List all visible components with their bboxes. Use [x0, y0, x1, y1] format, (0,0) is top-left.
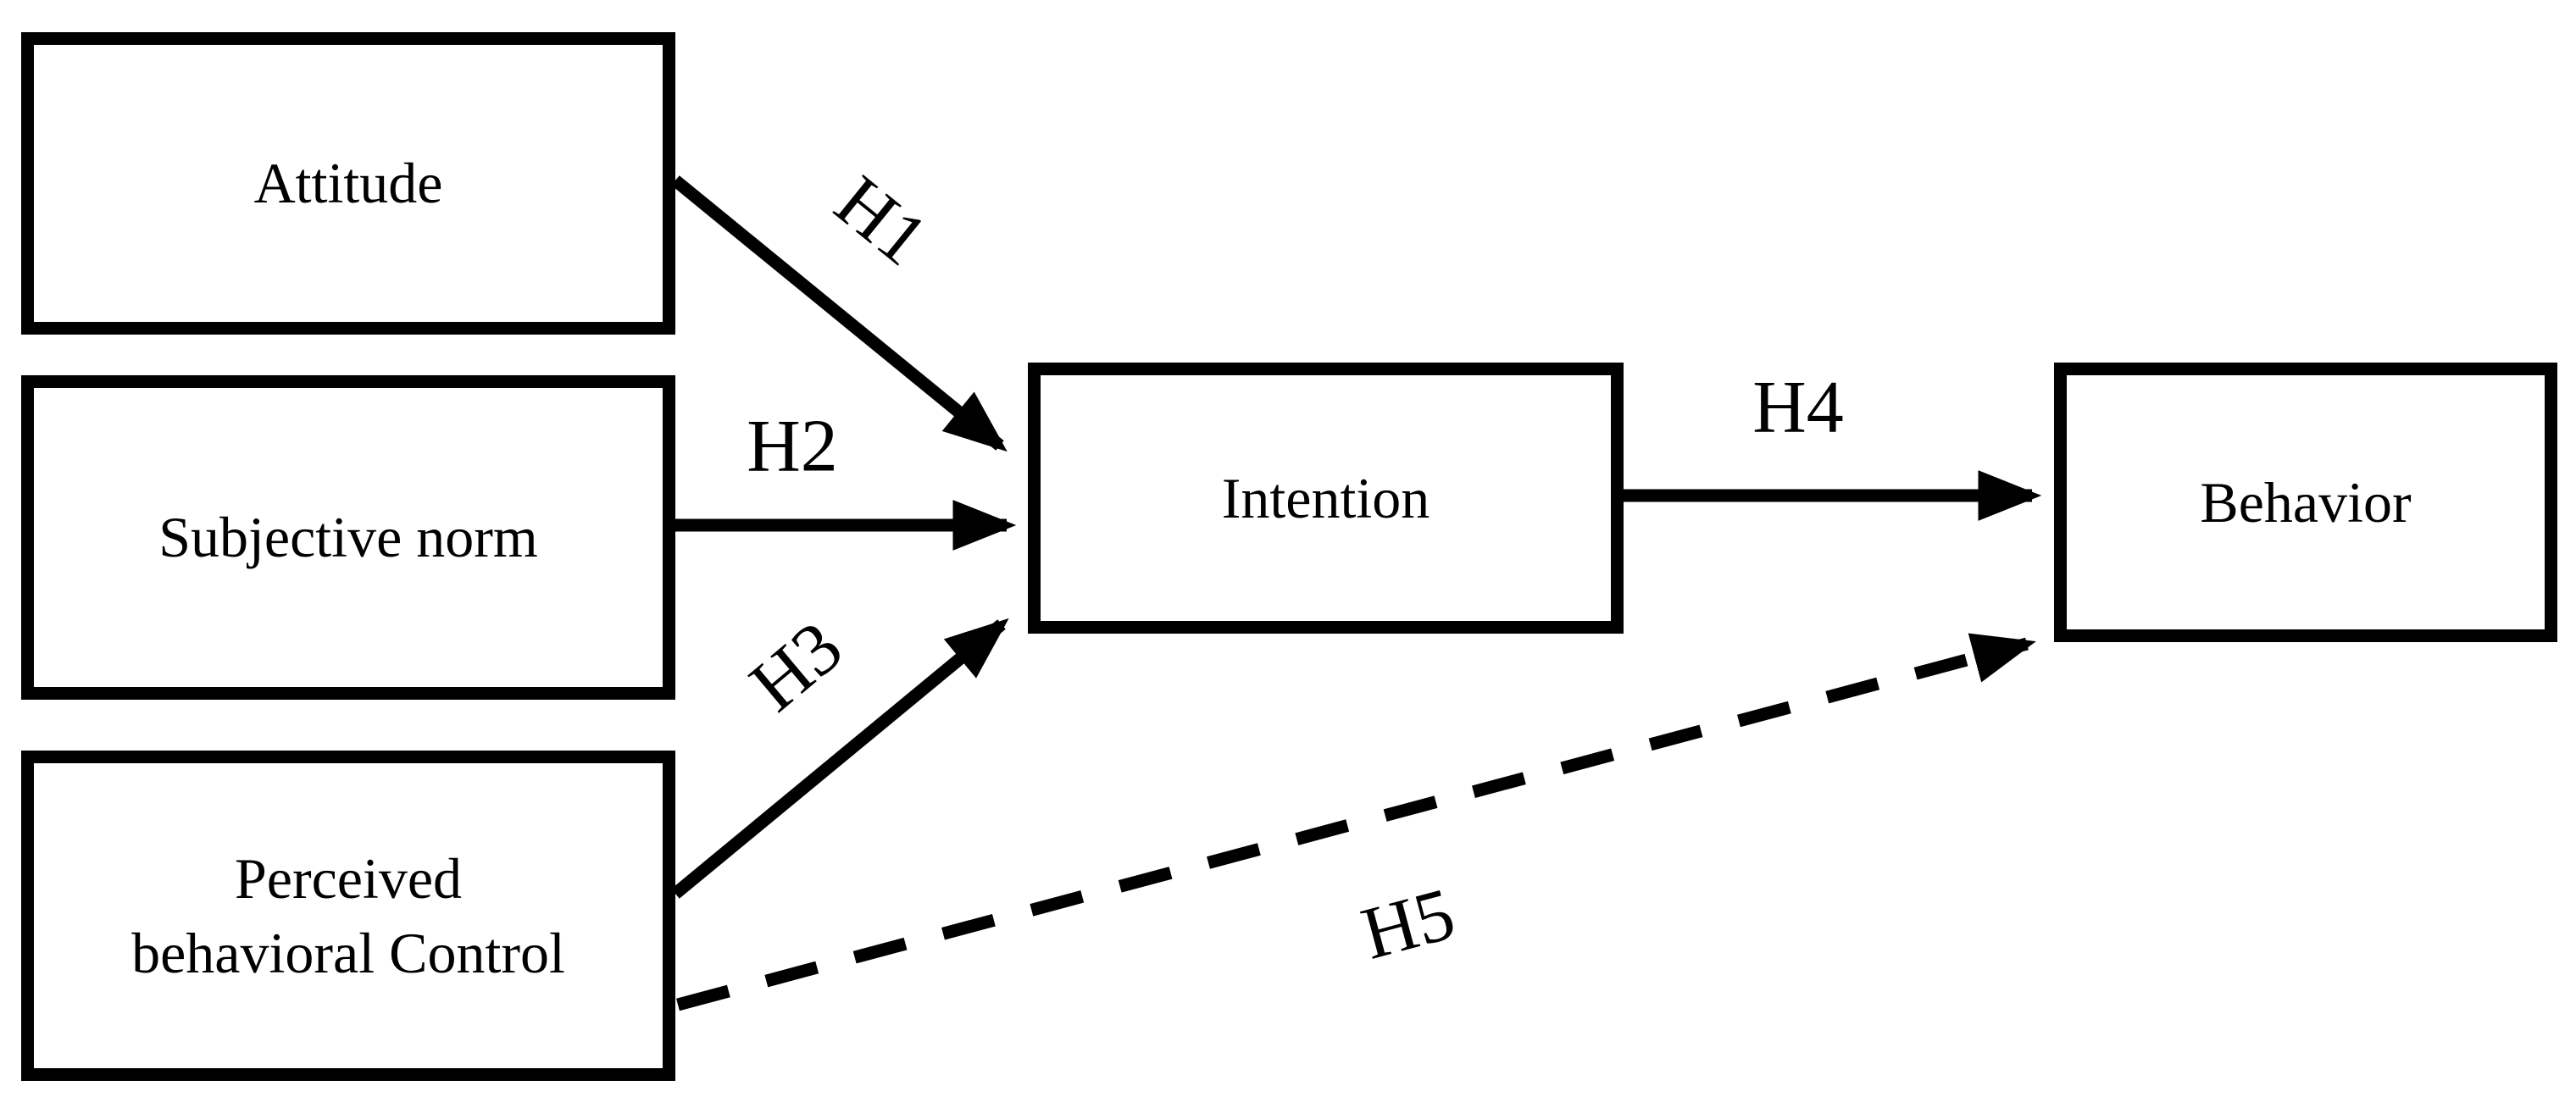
node-pbc-label-line2: behavioral Control: [131, 921, 565, 985]
node-intention: Intention: [1028, 363, 1624, 634]
node-attitude-label: Attitude: [253, 151, 443, 216]
node-pbc-label-line1: Perceived: [234, 845, 463, 911]
h5-dashed-arrow: [676, 633, 2036, 1011]
node-subjective-norm-label: Subjective norm: [158, 505, 538, 570]
node-behavior: Behavior: [2054, 363, 2557, 642]
edge-label-h2: H2: [747, 405, 838, 488]
h1-arrow: [671, 175, 1008, 452]
node-intention-label: Intention: [1221, 465, 1430, 530]
node-pbc-label: Perceived behavioral Control: [131, 841, 565, 991]
edge-label-h4: H4: [1752, 366, 1844, 449]
node-behavior-label: Behavior: [2200, 469, 2412, 535]
node-subjective-norm: Subjective norm: [21, 375, 675, 700]
h3-arrow: [671, 618, 1009, 899]
node-perceived-behavioral-control: Perceived behavioral Control: [21, 751, 675, 1081]
node-attitude: Attitude: [21, 32, 675, 335]
